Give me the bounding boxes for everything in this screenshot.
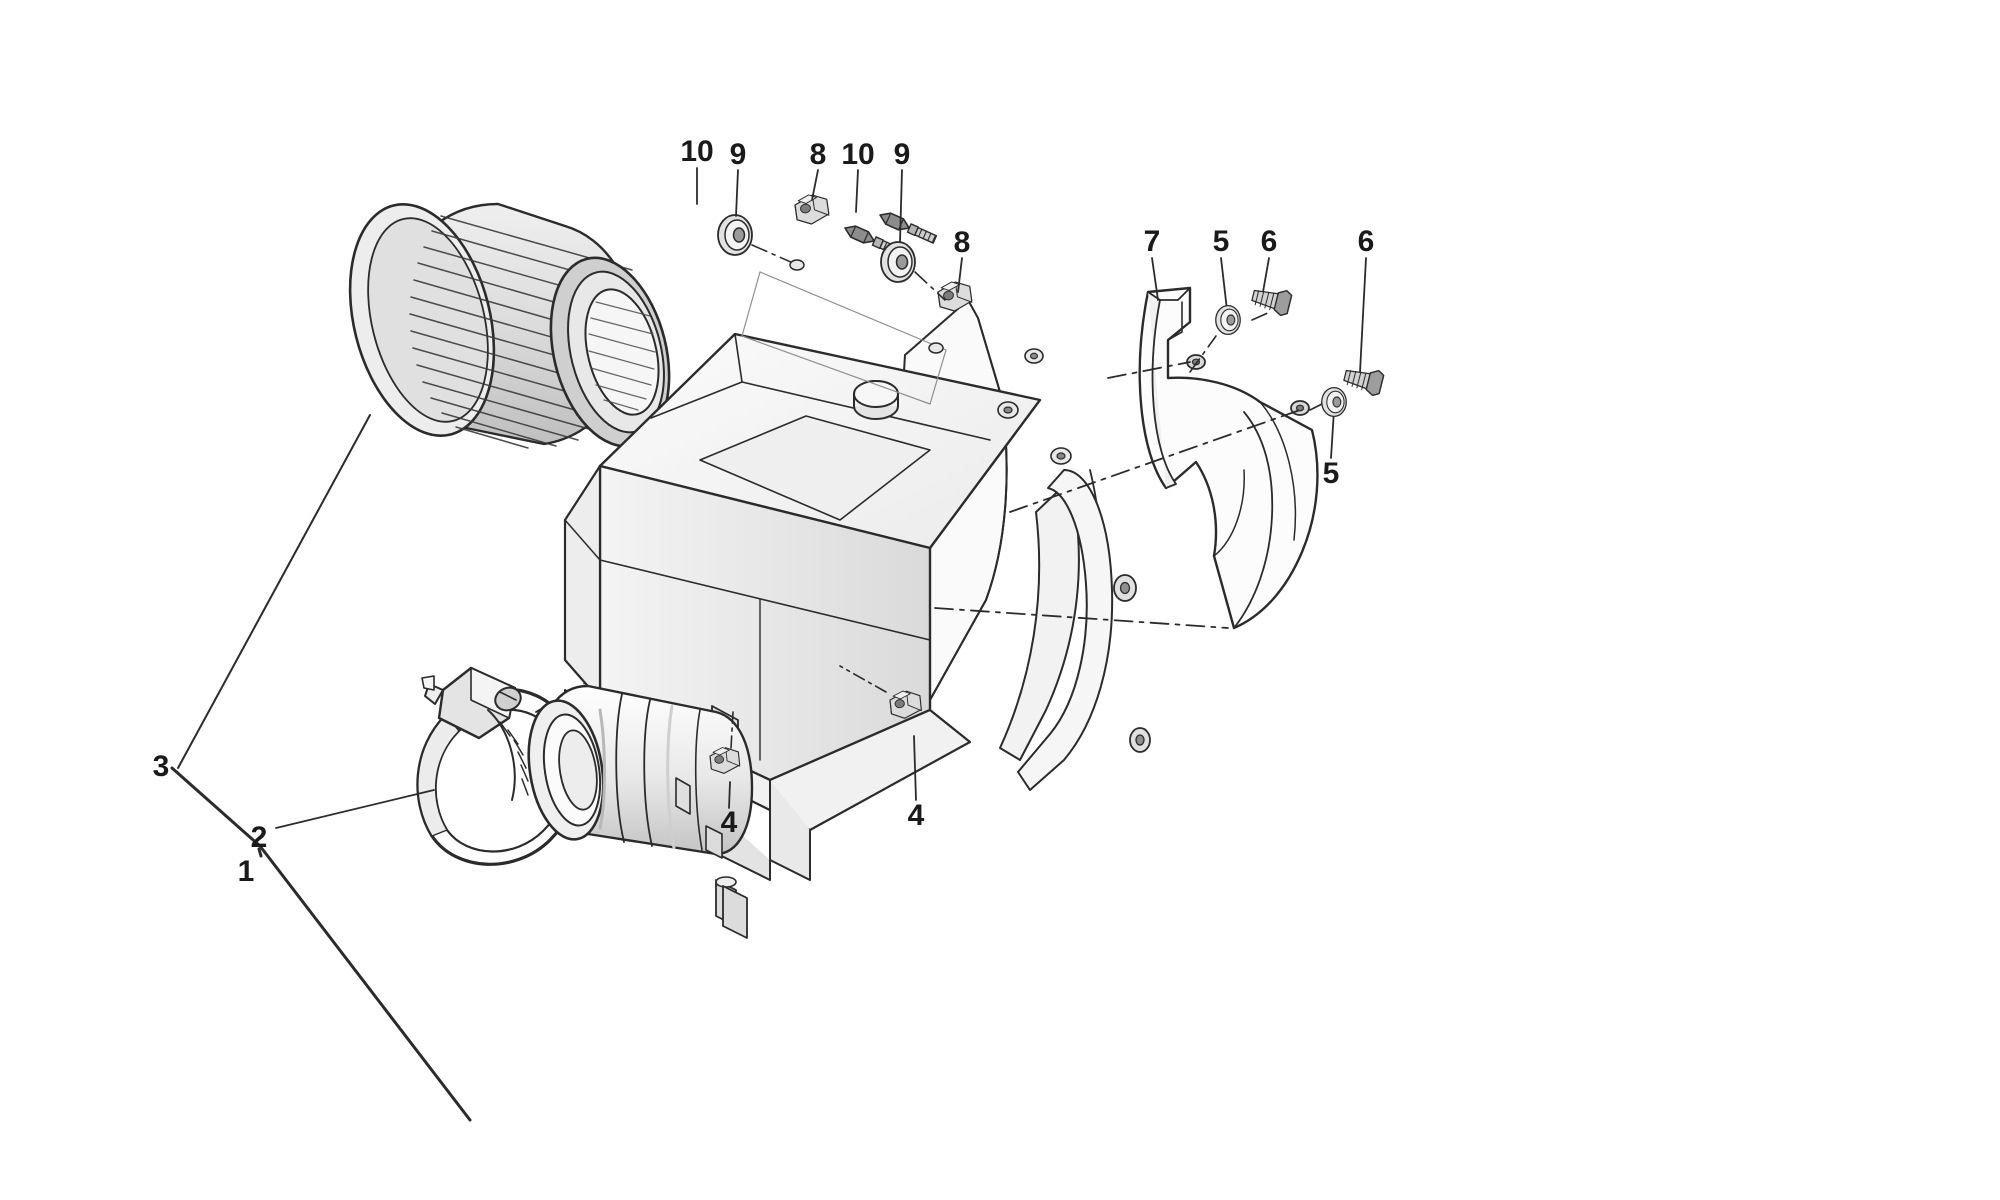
callout-label-2: 2 (250, 821, 268, 854)
part-air-filter-element (348, 202, 671, 449)
callout-label-8b: 8 (953, 226, 971, 259)
callout-label-7: 7 (1143, 225, 1161, 258)
leader-line-7 (1151, 257, 1159, 301)
part-flange-bolt-a (876, 208, 939, 246)
construction-lines-top (741, 271, 947, 405)
callout-label-3: 3 (152, 750, 170, 783)
callout-label-9a: 9 (729, 138, 747, 171)
part-screw-6b (1341, 362, 1386, 398)
leader-line-6b (1359, 257, 1367, 373)
airbox-hole-top-left (789, 259, 805, 271)
leader-line-10b (855, 169, 859, 213)
leader-line-9a (735, 169, 739, 217)
part-washer-5a (1215, 304, 1241, 336)
airbox-hole-top-right (928, 342, 944, 354)
callout-label-8a: 8 (809, 138, 827, 171)
assembly-axis-top-right (914, 271, 946, 301)
assembly-axis-screw-lower (1309, 403, 1323, 411)
part-hose-clamp (416, 666, 582, 866)
assembly-axis-screw-upper (1251, 311, 1271, 321)
callout-label-4b: 4 (907, 799, 925, 832)
assembly-axis-clip-4b (839, 665, 887, 693)
leader-line-4a (728, 781, 731, 809)
leader-line-4b (913, 735, 917, 801)
part-washer-9a (717, 214, 753, 256)
leader-line-2 (275, 789, 435, 829)
part-washer-9b (880, 241, 916, 283)
callout-label-10b: 10 (841, 138, 875, 171)
callout-label-1: 1 (237, 855, 255, 888)
leader-line-8a (811, 169, 819, 201)
callout-label-5a: 5 (1212, 225, 1230, 258)
callout-label-6a: 6 (1260, 225, 1278, 258)
part-heat-shield (1138, 286, 1319, 630)
callout-label-6b: 6 (1357, 225, 1375, 258)
leader-line-3 (177, 414, 371, 769)
part-washer-5b (1321, 386, 1347, 418)
assembly-axis-shield-upper (1189, 335, 1217, 373)
airbox-inlet-throat (527, 684, 754, 856)
callout-label-9b: 9 (893, 138, 911, 171)
leader-bracket-1 (170, 766, 472, 1122)
assembly-axis-clip-4a (730, 711, 734, 749)
leader-line-6a (1262, 257, 1270, 293)
leader-line-5b (1330, 409, 1335, 459)
callout-label-5b: 5 (1322, 457, 1340, 490)
part-airbox-assembly (527, 299, 1225, 939)
callout-label-10a: 10 (680, 135, 714, 168)
part-screw-6a (1249, 282, 1294, 318)
callout-label-4a: 4 (720, 806, 738, 839)
assembly-axis-shield-to-box (934, 361, 1301, 629)
leader-line-9b (899, 169, 903, 243)
leader-line-8b (957, 257, 963, 293)
bracket-vertex-1 (257, 847, 263, 858)
leader-line-5a (1220, 257, 1228, 311)
